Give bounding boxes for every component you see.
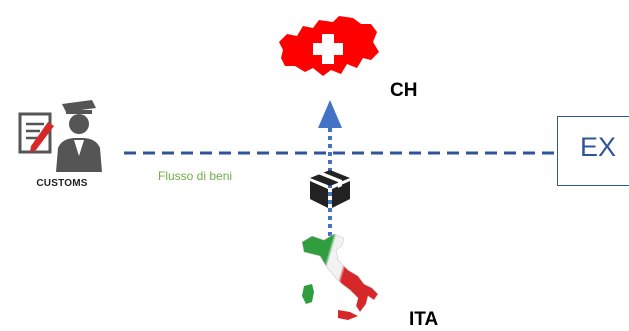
package-box-icon xyxy=(310,170,350,208)
ita-label: ITA xyxy=(409,309,439,330)
switzerland-flag-map-icon xyxy=(279,16,379,76)
ex-box xyxy=(557,116,629,186)
ch-label: CH xyxy=(390,80,418,101)
flow-arrow-head xyxy=(318,100,342,128)
customs-officer-icon xyxy=(18,100,102,172)
italy-flag-map-icon xyxy=(301,233,379,320)
customs-label: CUSTOMS xyxy=(36,178,88,189)
ex-label: EX xyxy=(580,132,617,162)
flow-label: Flusso di beni xyxy=(158,169,233,183)
